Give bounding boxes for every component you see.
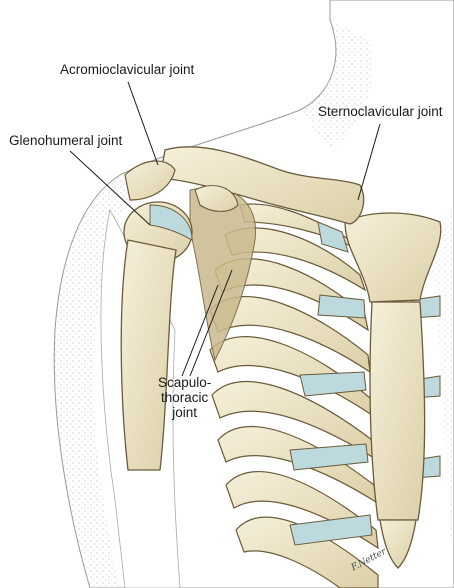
sternum-body <box>370 302 425 520</box>
scapulothoracic-joint-label: Scapulo- thoracic joint <box>158 375 211 420</box>
scapulothoracic-label-line-3: joint <box>158 405 211 420</box>
scapulothoracic-label-line-1: Scapulo- <box>158 375 211 390</box>
scapulothoracic-label-line-2: thoracic <box>158 390 211 405</box>
leader-acromioclavicular <box>128 82 158 165</box>
acromioclavicular-joint-label: Acromioclavicular joint <box>60 62 194 78</box>
sternoclavicular-joint-label: Sternoclavicular joint <box>318 104 443 120</box>
glenohumeral-joint-label: Glenohumeral joint <box>9 133 122 149</box>
